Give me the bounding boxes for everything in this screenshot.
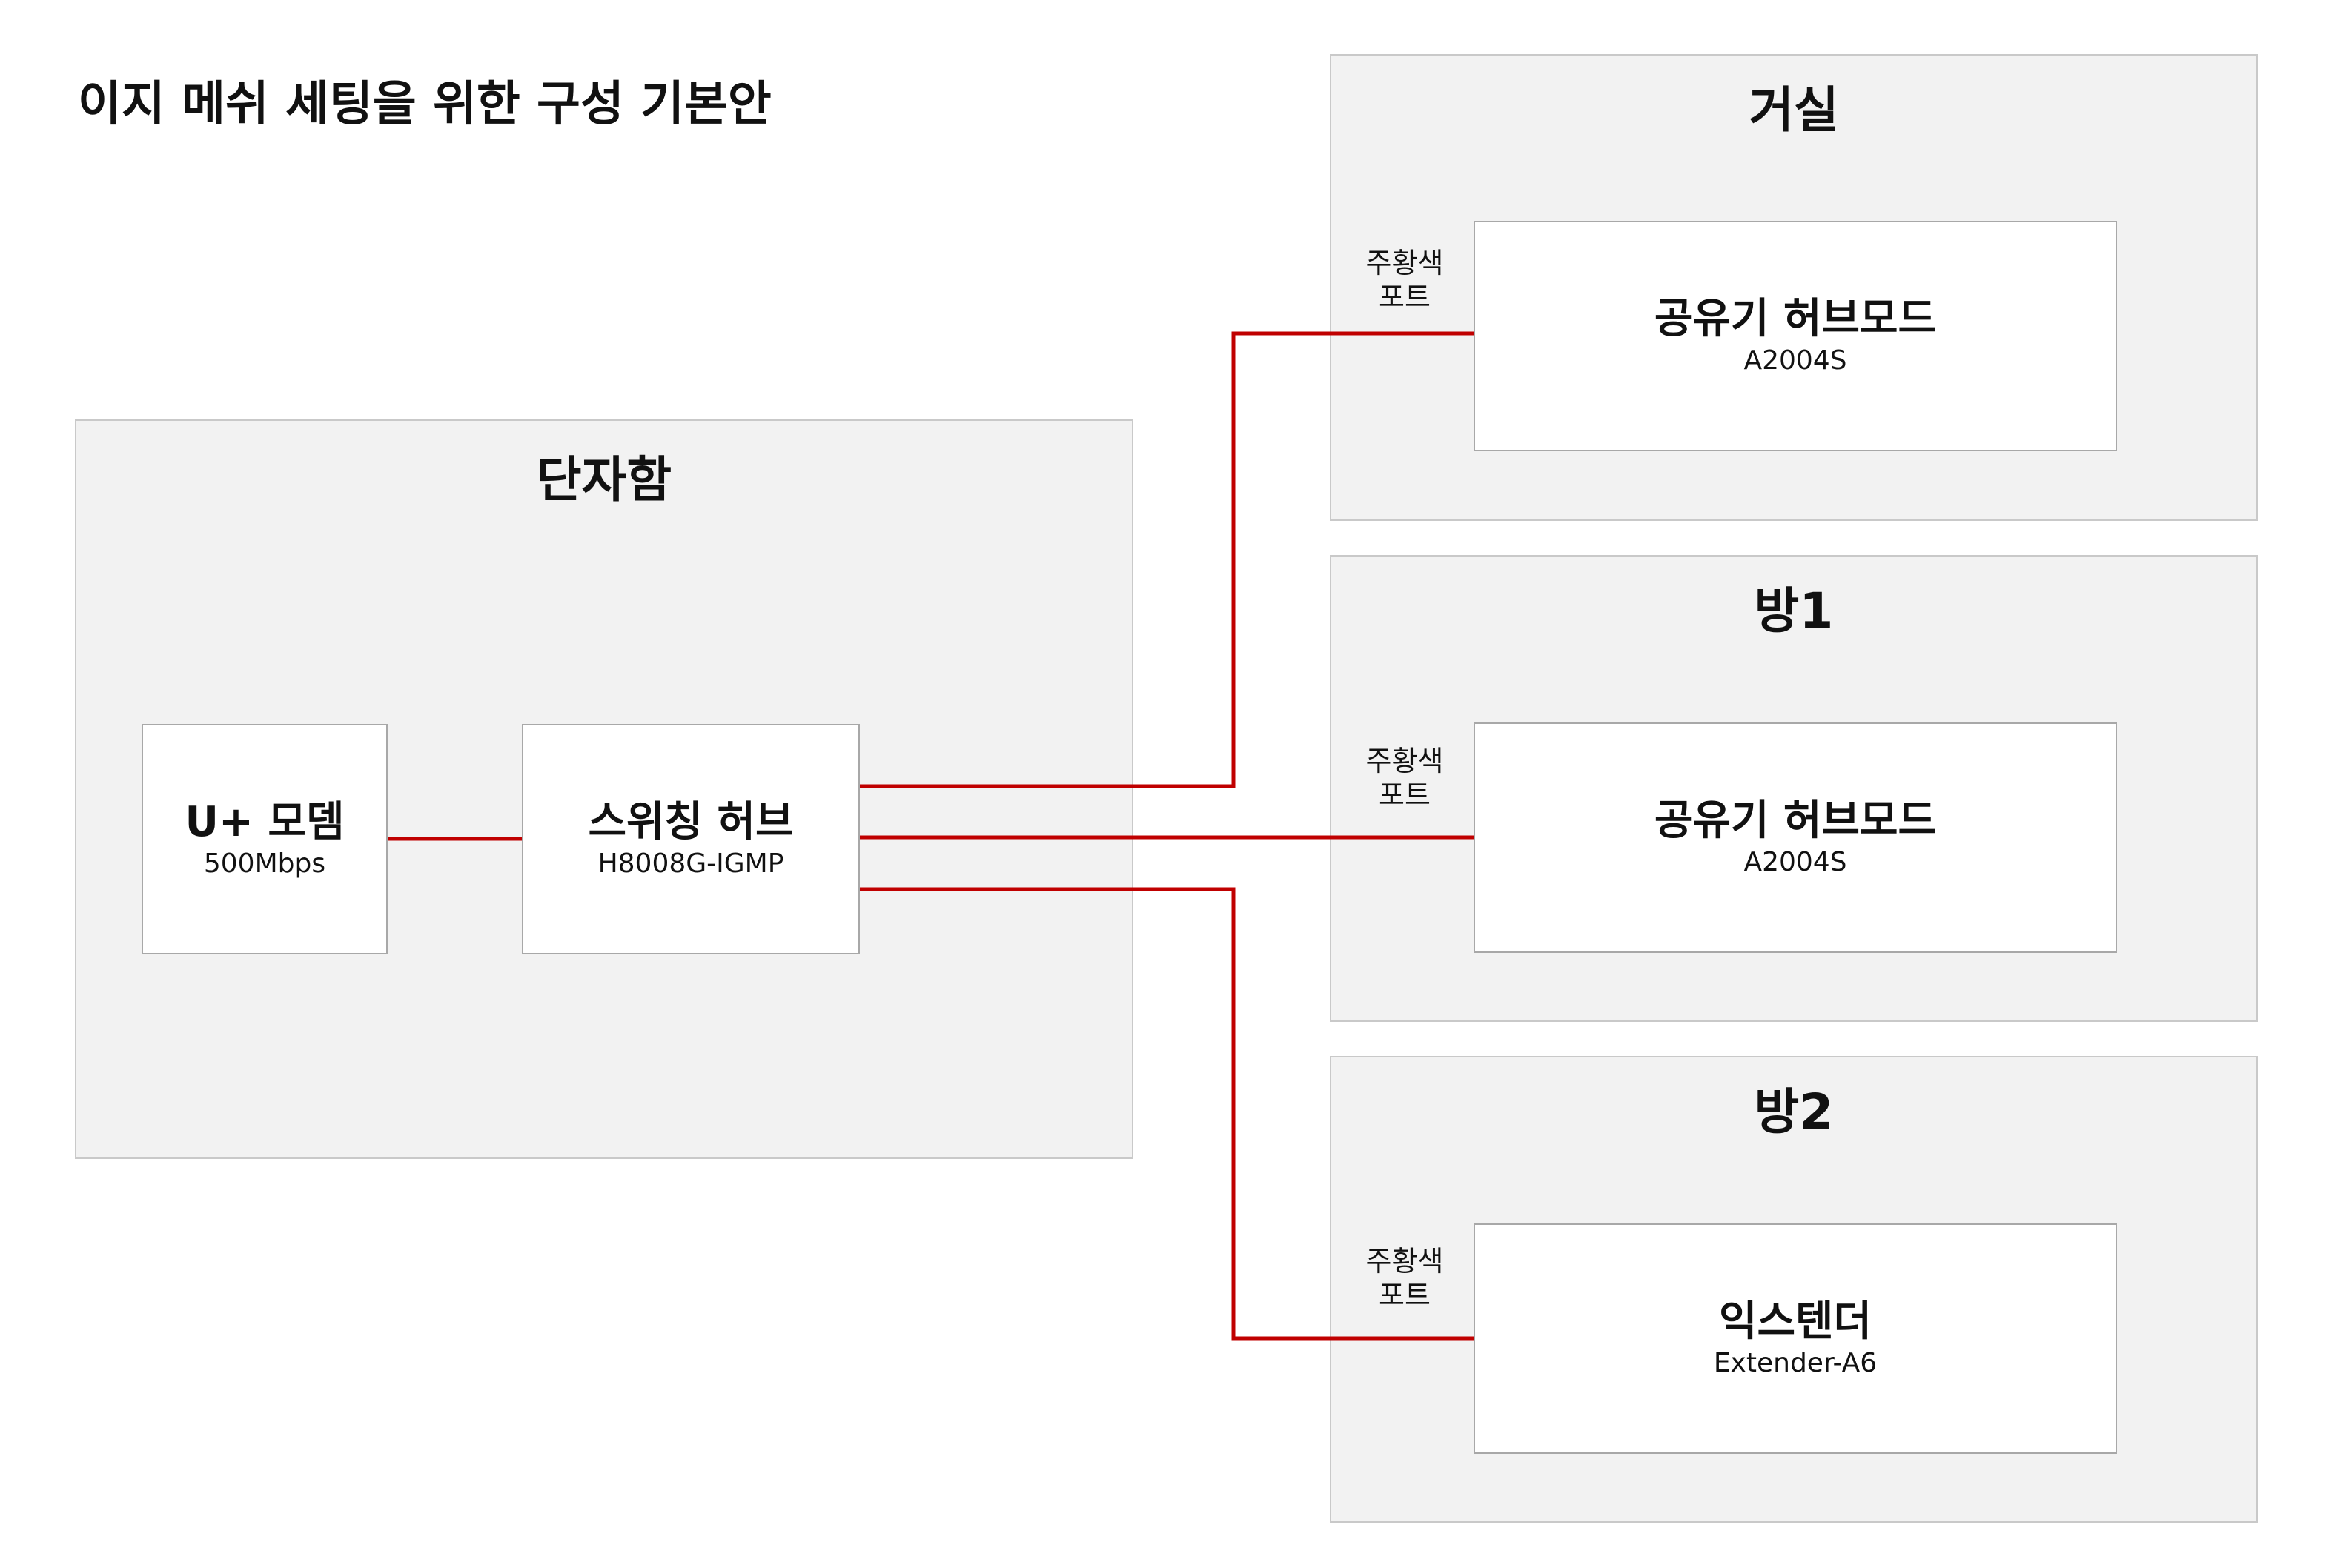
switch-hub-name: 스위칭 허브 — [588, 797, 794, 846]
modem-model: 500Mbps — [203, 848, 326, 879]
living-room-router-name: 공유기 허브모드 — [1654, 294, 1937, 343]
modem-name: U+ 모뎀 — [185, 797, 345, 846]
room2-extender-box: 익스텐더 Extender-A6 — [1474, 1223, 2117, 1454]
room2-zone-title: 방2 — [1754, 1083, 1834, 1140]
living-room-port-label: 주황색 포트 — [1345, 246, 1464, 314]
switch-hub-model: H8008G-IGMP — [597, 848, 784, 879]
port-label-line1: 주황색 — [1365, 1245, 1444, 1278]
port-label-line1: 주황색 — [1365, 745, 1444, 777]
switch-hub-box: 스위칭 허브 H8008G-IGMP — [522, 724, 860, 954]
room1-port-label: 주황색 포트 — [1345, 744, 1464, 812]
room1-router-model: A2004S — [1743, 846, 1847, 877]
room1-zone-title: 방1 — [1754, 582, 1834, 640]
hub-to-living-room-link — [860, 331, 1475, 788]
living-room-zone-title: 거실 — [1749, 82, 1839, 139]
page-title: 이지 메쉬 세팅을 위한 구성 기본안 — [78, 77, 772, 132]
port-label-line2: 포트 — [1379, 1279, 1431, 1312]
cabinet-zone-title: 단자함 — [536, 451, 672, 508]
modem-box: U+ 모뎀 500Mbps — [142, 724, 388, 954]
living-room-router-box: 공유기 허브모드 A2004S — [1474, 221, 2117, 451]
port-label-line2: 포트 — [1379, 779, 1431, 811]
living-room-router-model: A2004S — [1743, 345, 1847, 376]
room2-extender-name: 익스텐더 — [1718, 1297, 1872, 1346]
room1-router-name: 공유기 허브모드 — [1654, 796, 1937, 845]
port-label-line2: 포트 — [1379, 281, 1431, 313]
room1-router-box: 공유기 허브모드 A2004S — [1474, 722, 2117, 953]
port-label-line1: 주황색 — [1365, 247, 1444, 279]
hub-to-room2-link — [860, 887, 1475, 1341]
room2-port-label: 주황색 포트 — [1345, 1244, 1464, 1312]
room2-extender-model: Extender-A6 — [1713, 1347, 1878, 1378]
